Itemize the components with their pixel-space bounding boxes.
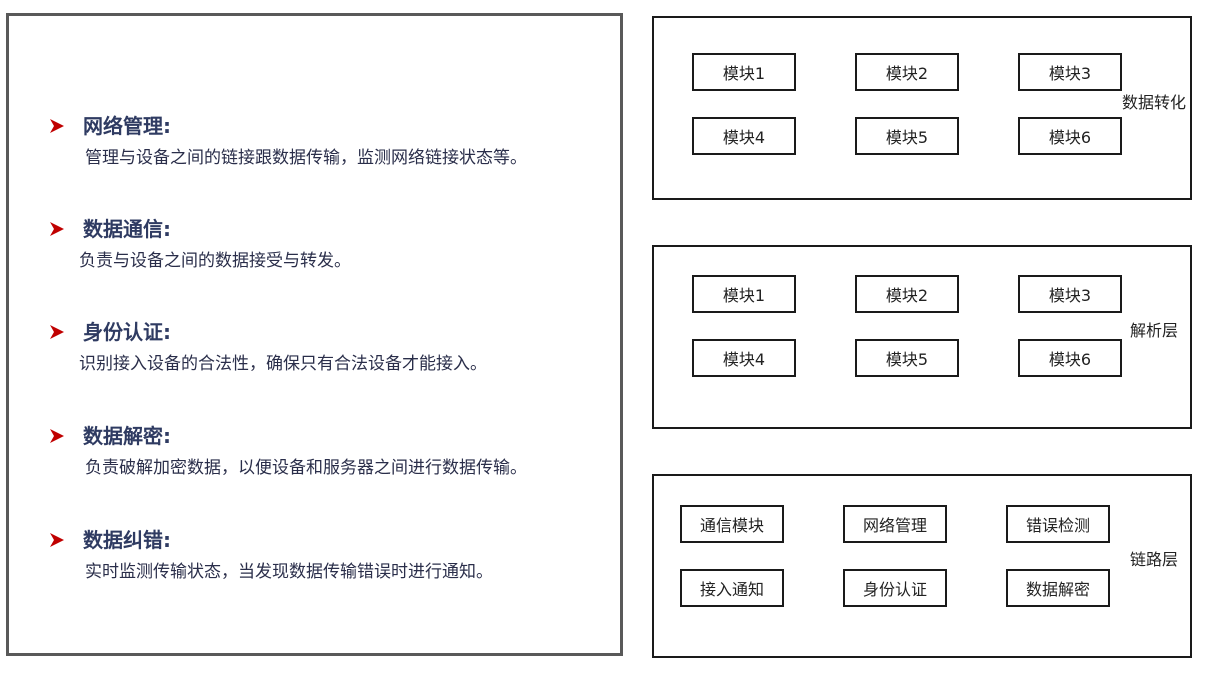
module-box: 模块1 <box>692 275 796 313</box>
layer-data-conversion: 模块1 模块2 模块3 模块4 模块5 模块6 数据转化 <box>652 16 1192 200</box>
feature-title: 网络管理: <box>83 114 171 138</box>
feature-title: 数据纠错: <box>83 528 171 552</box>
module-box: 接入通知 <box>680 569 784 607</box>
module-box: 模块6 <box>1018 339 1122 377</box>
module-box: 模块4 <box>692 339 796 377</box>
module-box: 模块3 <box>1018 275 1122 313</box>
arrow-bullet-icon <box>50 325 64 339</box>
layer-label: 链路层 <box>1130 550 1179 569</box>
module-box: 模块4 <box>692 117 796 155</box>
feature-description: 负责与设备之间的数据接受与转发。 <box>79 251 351 271</box>
module-box: 错误检测 <box>1006 505 1110 543</box>
feature-description: 负责破解加密数据，以便设备和服务器之间进行数据传输。 <box>85 458 527 478</box>
arrow-bullet-icon <box>50 533 64 547</box>
layer-label: 数据转化 <box>1122 93 1187 112</box>
module-box: 模块1 <box>692 53 796 91</box>
arrow-bullet-icon <box>50 222 64 236</box>
feature-description: 管理与设备之间的链接跟数据传输，监测网络链接状态等。 <box>85 148 527 168</box>
feature-network-management: 网络管理: 管理与设备之间的链接跟数据传输，监测网络链接状态等。 <box>9 112 620 168</box>
module-box: 身份认证 <box>843 569 947 607</box>
feature-description: 识别接入设备的合法性，确保只有合法设备才能接入。 <box>79 354 487 374</box>
feature-description: 实时监测传输状态，当发现数据传输错误时进行通知。 <box>85 562 493 582</box>
feature-title: 身份认证: <box>83 320 171 344</box>
arrow-bullet-icon <box>50 119 64 133</box>
module-box: 模块5 <box>855 339 959 377</box>
feature-data-communication: 数据通信: 负责与设备之间的数据接受与转发。 <box>9 215 620 271</box>
module-box: 模块6 <box>1018 117 1122 155</box>
module-box: 模块2 <box>855 53 959 91</box>
feature-title: 数据解密: <box>83 424 171 448</box>
feature-data-error-correction: 数据纠错: 实时监测传输状态，当发现数据传输错误时进行通知。 <box>9 526 620 582</box>
module-box: 网络管理 <box>843 505 947 543</box>
feature-description-panel: 网络管理: 管理与设备之间的链接跟数据传输，监测网络链接状态等。 数据通信: 负… <box>6 13 623 656</box>
feature-identity-auth: 身份认证: 识别接入设备的合法性，确保只有合法设备才能接入。 <box>9 318 620 374</box>
arrow-bullet-icon <box>50 429 64 443</box>
module-box: 数据解密 <box>1006 569 1110 607</box>
module-box: 模块3 <box>1018 53 1122 91</box>
layer-parsing: 模块1 模块2 模块3 模块4 模块5 模块6 解析层 <box>652 245 1192 429</box>
module-box: 模块2 <box>855 275 959 313</box>
feature-title: 数据通信: <box>83 217 171 241</box>
module-box: 通信模块 <box>680 505 784 543</box>
layer-label: 解析层 <box>1130 321 1179 340</box>
module-box: 模块5 <box>855 117 959 155</box>
layer-link: 通信模块 网络管理 错误检测 接入通知 身份认证 数据解密 链路层 <box>652 474 1192 658</box>
feature-data-decrypt: 数据解密: 负责破解加密数据，以便设备和服务器之间进行数据传输。 <box>9 422 620 478</box>
